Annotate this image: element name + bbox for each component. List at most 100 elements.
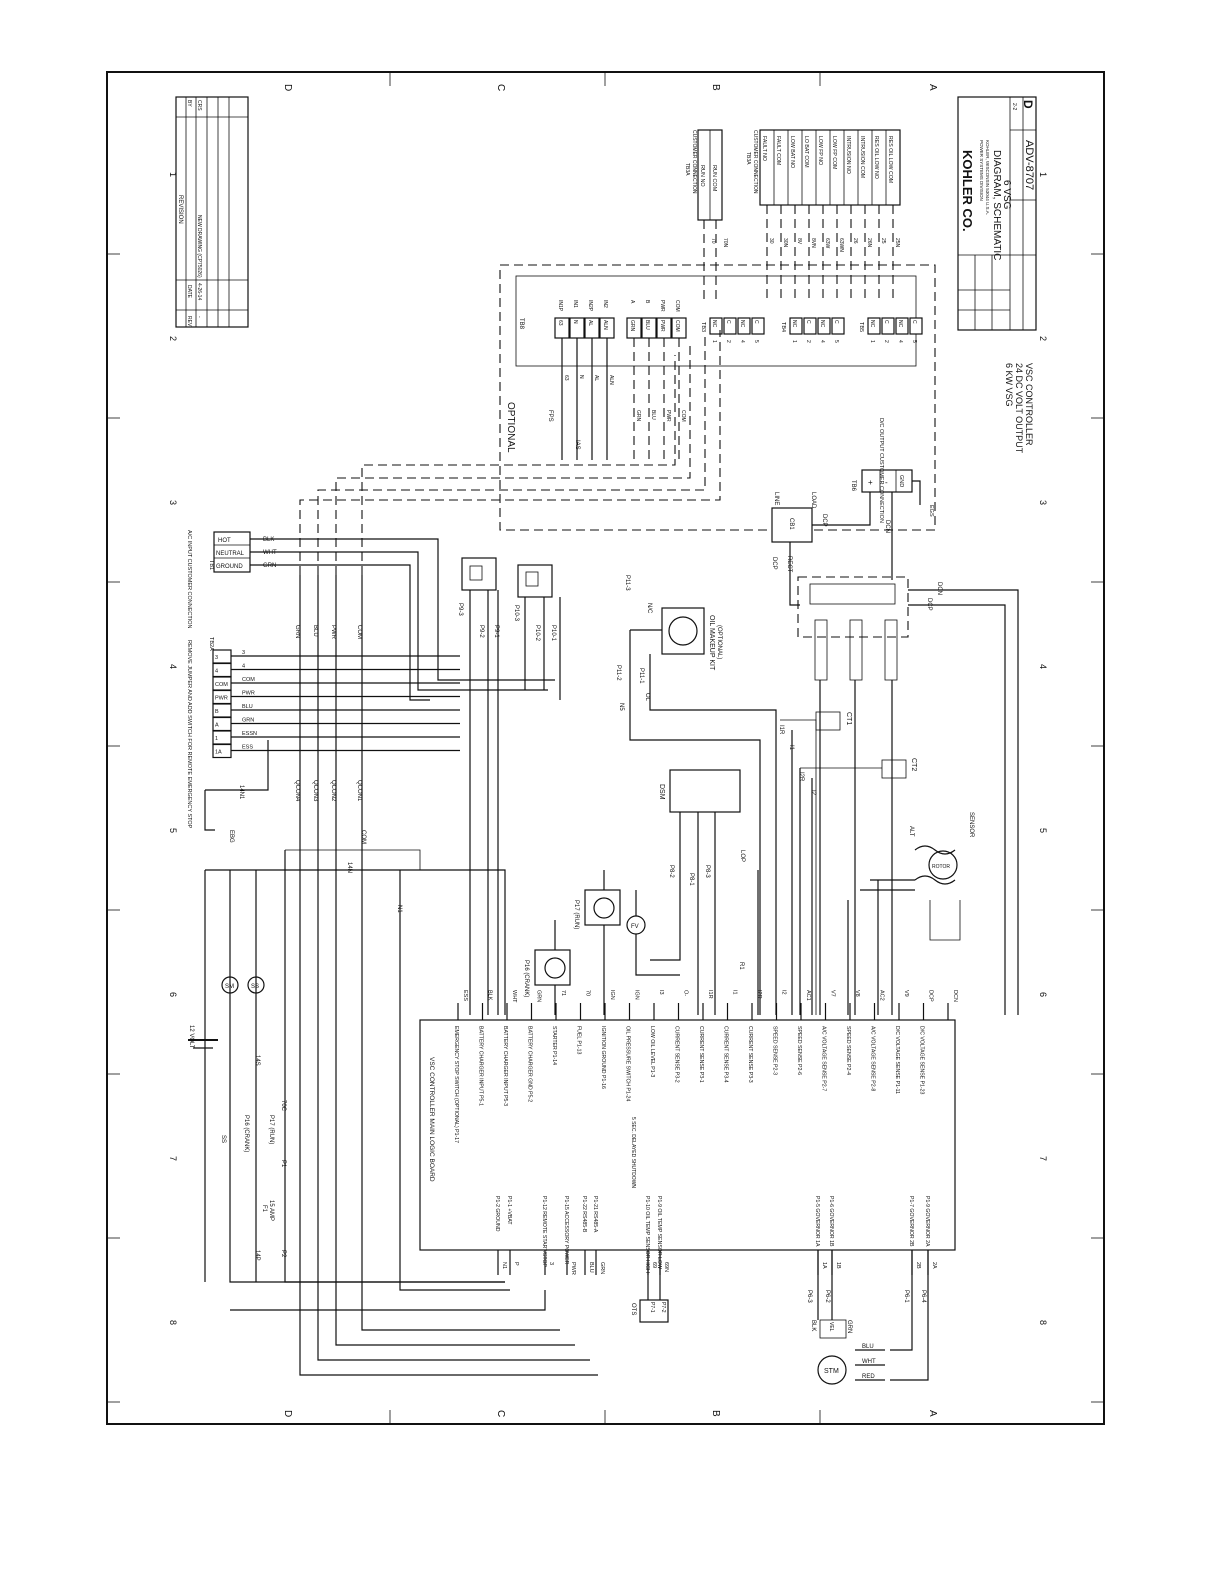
ctrl-wire-9: O- bbox=[683, 990, 689, 996]
zone-top-a: A bbox=[927, 84, 938, 91]
fuse-15amp: 15 AMP bbox=[268, 1200, 274, 1221]
tb-1-num-1: 2 bbox=[805, 340, 811, 343]
side-title-2: 24 DC VOLT OUTPUT bbox=[1014, 363, 1024, 454]
oil-kit-p11-1: P11-1 bbox=[638, 668, 644, 684]
controller-rpin-9: P1-6 GOVERNOR 1B bbox=[828, 1196, 834, 1247]
relay-ss: SS bbox=[220, 1135, 226, 1143]
p10-relay: P10-3 P10-2 P10-1 bbox=[513, 564, 561, 700]
controller-rpin-8: P1-5 GOVERNOR 1A bbox=[814, 1196, 820, 1247]
ct2-i2: I2 bbox=[810, 790, 816, 796]
tb2a-wire-0: 3 bbox=[242, 650, 245, 656]
ctrl-rwire-6: 69 bbox=[651, 1262, 657, 1268]
zone-bot-c: C bbox=[495, 1410, 506, 1417]
tb2a-wire-4: BLU bbox=[242, 704, 253, 710]
tb3b-wire-0: 30 bbox=[768, 238, 774, 244]
tb2a-term-label-4: B bbox=[215, 709, 219, 715]
revision-hdr-date: DATE bbox=[186, 285, 192, 299]
tb-2-pin-label-2: NC bbox=[897, 320, 903, 328]
ctrl-wire-6: IGN bbox=[609, 990, 615, 1000]
alternator: ROTOR ALT SENSOR bbox=[847, 812, 974, 1015]
controller-pin-3: BATTERY CHARGER GND P5-2 bbox=[527, 1026, 533, 1102]
fps-label: FPS bbox=[547, 410, 553, 422]
tb3a-block: TB3A CUSTOMER CONNECTION RUN NO RUN COM bbox=[684, 129, 723, 221]
coil-grn: GRN bbox=[846, 1320, 852, 1333]
motor-ss: SS bbox=[251, 984, 259, 990]
fuse-f1: F1 bbox=[261, 1205, 267, 1213]
controller-rpin-11: P1-9 GOVERNOR 2A bbox=[924, 1196, 930, 1247]
ctrl-wire-0: ESS bbox=[462, 990, 468, 1001]
controller-delay-note: 5 SEC. DELAYED SHUTDOWN bbox=[630, 1117, 636, 1188]
tb-1-pin-3 bbox=[831, 317, 845, 335]
controller-rpin-10: P1-7 GOVERNOR 2B bbox=[908, 1196, 914, 1247]
tb-1-pin-2 bbox=[817, 317, 831, 335]
title-block: KOHLER CO. POWER SYSTEMS DIVISION KOHLER… bbox=[957, 96, 1037, 454]
tb3b-term-8: RES OIL LOW NO bbox=[873, 136, 879, 179]
tb8-term-label-5: BLU bbox=[644, 320, 650, 330]
tb-0-pin-0 bbox=[709, 317, 723, 335]
ct1-i1: I1 bbox=[788, 745, 794, 751]
tb8-term-label-3: ALN bbox=[602, 320, 608, 330]
ctrl-wire-3: GRN bbox=[536, 990, 542, 1002]
zone-bot-d: D bbox=[282, 1410, 293, 1417]
tb2a-wire-1: 4 bbox=[242, 664, 245, 670]
tb6-title: D/C OUTPUT CUSTOMER CONNECTION bbox=[878, 418, 884, 523]
ctrl-rwire-7: 69N bbox=[663, 1262, 669, 1272]
tb8-wire-7: COM bbox=[680, 410, 686, 422]
revision-block: REVISION REV DATE BY - 4-26-14 NEW DRAWI… bbox=[175, 96, 249, 328]
side-title-3: VSC CONTROLLER bbox=[1024, 363, 1034, 446]
zone-top-b: B bbox=[710, 84, 721, 91]
ct1-name: CT1 bbox=[845, 712, 852, 725]
tb3b-term-9: RES OIL LOW COM bbox=[887, 136, 893, 183]
tb3b-term-3: LO BAT COM bbox=[803, 136, 809, 168]
zone-right-3: 3 bbox=[1038, 500, 1048, 505]
tb6-minus: - bbox=[885, 478, 888, 487]
p17-label: P17 (RUN) bbox=[573, 900, 579, 929]
zone-left-3: 3 bbox=[168, 500, 178, 505]
controller-rpin-4: P1-22 RS485-B bbox=[581, 1196, 587, 1233]
dsm-module: DSM P8-2 P8-1 P8-3 LOP bbox=[650, 769, 745, 1015]
optional-label: OPTIONAL bbox=[505, 402, 516, 453]
rect-name: RECT bbox=[786, 556, 792, 573]
p9-pin-1: P9-1 bbox=[493, 625, 499, 638]
tb3b-wire-8: 25 bbox=[880, 238, 886, 244]
stm-red: RED bbox=[862, 1374, 875, 1380]
tb8-wire-4: GRN bbox=[635, 410, 641, 422]
tb6-egs: EGS bbox=[928, 505, 934, 517]
ctrl-rwire-9: 1B bbox=[835, 1262, 841, 1269]
controller-rpin-6: P1-10 OIL TEMP SENSOR HIGH bbox=[644, 1196, 650, 1273]
oil-kit-nc: N/C bbox=[646, 603, 652, 614]
tb1-title: A/C INPUT CUSTOMER CONNECTION bbox=[186, 530, 192, 629]
ctrl-wire-20: DCN bbox=[952, 990, 958, 1002]
stm-label: STM bbox=[824, 1368, 839, 1375]
ctrl-rwire-8: 1A bbox=[821, 1262, 827, 1269]
ctrl-wire-18: V9 bbox=[903, 990, 909, 997]
p16-label: P16 (CRANK) bbox=[523, 960, 529, 997]
tb2a-term-label-6: 1 bbox=[215, 736, 218, 742]
tb2a-wire-5: GRN bbox=[242, 718, 254, 724]
alt-sensor: SENSOR bbox=[968, 812, 974, 838]
p10-pin-2: P10-2 bbox=[534, 625, 540, 642]
tb-0-num-2: 4 bbox=[739, 340, 745, 343]
tb-block-name-0: TB3 bbox=[700, 322, 706, 332]
controller-name: VSC CONTROLLER MAIN LOGIC BOARD bbox=[428, 1057, 435, 1182]
controller-rpin-5: P1-21 RS485-A bbox=[592, 1196, 598, 1233]
ctrl-wire-1: BLK bbox=[487, 990, 493, 1001]
tb-1-pin-label-3: C bbox=[833, 320, 839, 324]
tb8-term-label-4: GRN bbox=[629, 320, 635, 332]
tb6-plus: + bbox=[868, 478, 873, 487]
alt-name: ALT bbox=[908, 826, 914, 837]
controller-rpin-7: P1-9 OIL TEMP SENSOR LOW bbox=[656, 1196, 662, 1269]
ctrl-rwire-5: GRN bbox=[599, 1262, 605, 1274]
gov-p6-4: P6-4 bbox=[920, 1290, 926, 1303]
controller-pin-19: D/C VOLTAGE SENSE P1-23 bbox=[919, 1026, 925, 1095]
controller-pin-12: CURRENT SENSE P3-3 bbox=[747, 1026, 753, 1083]
tb3b-wire-1: 30N bbox=[782, 238, 788, 248]
tb-0-num-0: 1 bbox=[711, 340, 717, 343]
zone-bot-b: B bbox=[710, 1410, 721, 1417]
tb3a-title: CUSTOMER CONNECTION bbox=[691, 130, 697, 194]
controller-pin-0: EMERGENCY STOP SWITCH (OPTIONAL) P1-17 bbox=[453, 1026, 459, 1143]
controller-pin-15: A/C VOLTAGE SENSE P2-7 bbox=[821, 1026, 827, 1091]
zone-left-2: 2 bbox=[168, 336, 178, 341]
tb8-term-label-0: 63 bbox=[557, 320, 563, 326]
